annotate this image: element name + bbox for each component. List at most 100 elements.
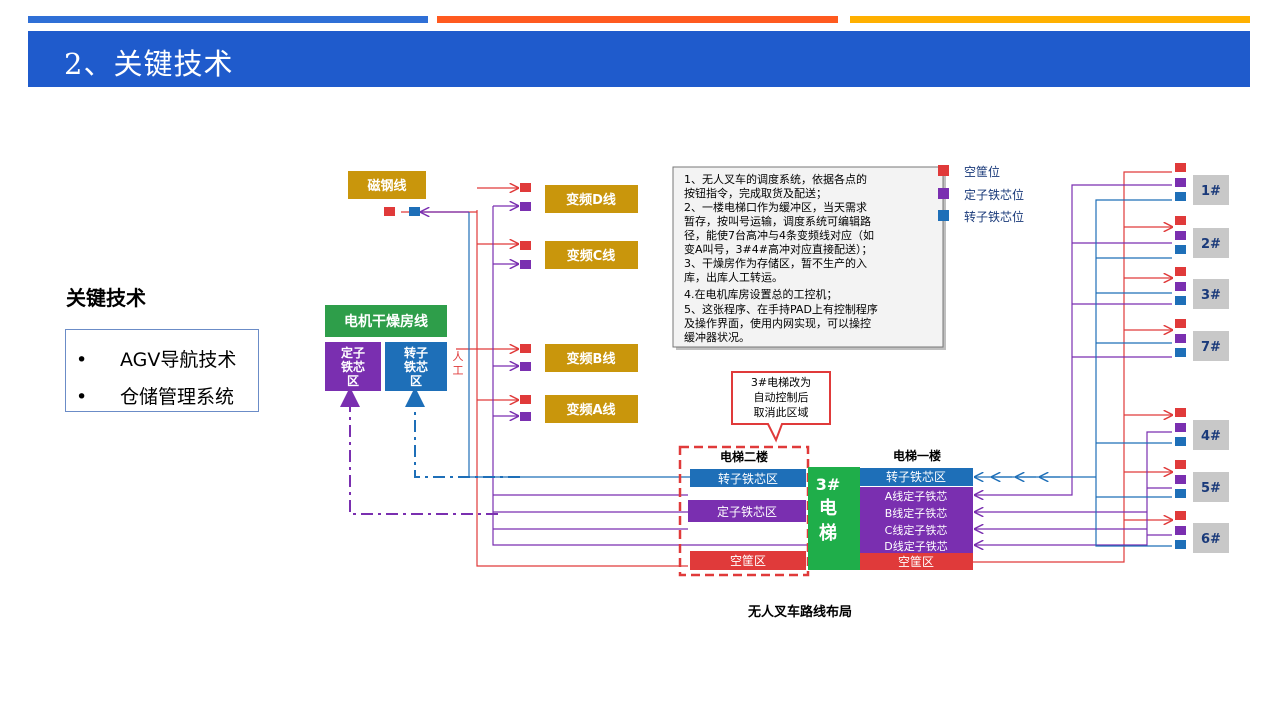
rotor-zone-box (385, 342, 447, 391)
elevator-2f-title: 电梯二楼 (720, 449, 768, 464)
bullet-icon: • (76, 386, 88, 408)
magnet-line-block: 磁钢线 (348, 171, 426, 216)
elevator-2f-empty: 空筐区 (730, 553, 766, 568)
note-line: 库，出库人工转运。 (684, 270, 783, 284)
svg-text:C线定子铁芯: C线定子铁芯 (885, 523, 948, 537)
svg-text:转子铁芯区: 转子铁芯区 (886, 469, 946, 484)
svg-text:区: 区 (410, 374, 422, 388)
slot-marker (1175, 348, 1186, 357)
section-heading: 关键技术 (66, 286, 146, 310)
press-box (1193, 175, 1229, 205)
top-bar-orange (437, 16, 838, 23)
legend-stator-label: 定子铁芯位 (964, 187, 1024, 202)
list-item-label: AGV导航技术 (120, 349, 237, 371)
note-line: 暂存，按叫号运输，调度系统可编辑路 (684, 214, 871, 228)
press-stations: 1# 2# 3# 7# 4# 5# 6# (1175, 163, 1229, 553)
slot-marker (1175, 334, 1186, 343)
diagram-caption: 无人叉车路线布局 (748, 605, 853, 620)
svg-text:铁芯: 铁芯 (341, 359, 365, 374)
slot-marker (520, 202, 531, 211)
rotor-slot-marker (409, 207, 420, 216)
slot-marker (1175, 526, 1186, 535)
freq-line-b: 变频B线 (567, 351, 616, 367)
motor-dry-line-label: 电机干燥房线 (344, 313, 428, 330)
slot-marker (1175, 216, 1186, 225)
note-line: 缓冲器状况。 (684, 330, 750, 344)
callout-line: 3#电梯改为 (751, 375, 811, 389)
freq-line-d: 变频D线 (566, 192, 616, 208)
red-route-trunk (476, 210, 688, 567)
legend-empty-label: 空筐位 (964, 164, 1000, 179)
slot-marker (1175, 489, 1186, 498)
slot-marker (1175, 192, 1186, 201)
notes-box: 1、无人叉车的调度系统，依据各点的 按钮指令，完成取货及配送； 2、一楼电梯口作… (672, 166, 946, 350)
frequency-lines: 变频D线 变频C线 变频B线 变频A线 (520, 183, 638, 423)
list-item-label: 仓储管理系统 (120, 386, 235, 408)
slot-marker (1175, 296, 1186, 305)
bullet-icon: • (76, 349, 88, 371)
press-label: 6# (1201, 532, 1221, 547)
elevator-1f-title: 电梯一楼 (893, 448, 941, 463)
empty-slot-marker (384, 207, 395, 216)
svg-text:区: 区 (347, 374, 359, 388)
press-box (1193, 331, 1229, 361)
svg-text:铁芯: 铁芯 (404, 359, 428, 374)
slot-marker (1175, 245, 1186, 254)
slot-marker (1175, 178, 1186, 187)
callout-line: 自动控制后 (754, 390, 809, 404)
press-label: 3# (1201, 288, 1221, 303)
press-box (1193, 279, 1229, 309)
callout-note: 3#电梯改为 自动控制后 取消此区域 (731, 371, 831, 443)
svg-text:D线定子铁芯: D线定子铁芯 (884, 539, 947, 553)
elevator-2f: 电梯二楼 转子铁芯区 定子铁芯区 空筐区 (678, 445, 810, 577)
note-line: 1、无人叉车的调度系统，依据各点的 (684, 172, 867, 186)
motor-dry-room-block: 电机干燥房线 定子 铁芯 区 转子 铁芯 区 人 工 (325, 305, 464, 391)
note-line: 径，能使7台高冲与4条变频线对应（如 (684, 228, 874, 242)
slot-marker (1175, 408, 1186, 417)
press-box (1193, 420, 1229, 450)
purple-route-presses (975, 184, 1172, 495)
press-label: 4# (1201, 429, 1221, 444)
top-bar-blue (28, 16, 428, 23)
callout-line: 取消此区域 (754, 405, 809, 419)
slide-header: 2、关键技术 (28, 31, 1250, 87)
slot-marker (1175, 511, 1186, 520)
stator-zone-box (325, 342, 381, 391)
legend-rotor-icon (938, 210, 949, 221)
press-label: 7# (1201, 340, 1221, 355)
freq-line-c: 变频C线 (567, 248, 616, 264)
stator-return-dashed (340, 387, 498, 515)
slot-marker (1175, 282, 1186, 291)
svg-text:空筐区: 空筐区 (898, 554, 934, 569)
rotor-return-dashed (405, 387, 520, 478)
elevator-2f-rotor: 转子铁芯区 (718, 471, 778, 486)
magnet-line-label: 磁钢线 (367, 178, 406, 194)
slot-marker (1175, 437, 1186, 446)
note-line: 4.在电机库房设置总的工控机； (684, 287, 838, 301)
slot-marker (1175, 460, 1186, 469)
svg-text:梯: 梯 (819, 522, 837, 544)
slot-marker (1175, 540, 1186, 549)
svg-text:定子: 定子 (341, 345, 365, 360)
press-box (1193, 472, 1229, 502)
svg-text:工: 工 (453, 364, 464, 377)
slot-marker (1175, 267, 1186, 276)
legend-stator-icon (938, 188, 949, 199)
slot-marker (1175, 423, 1186, 432)
press-label: 1# (1201, 184, 1221, 199)
slot-marker (520, 183, 531, 192)
blue-route-presses (1095, 199, 1172, 547)
note-line: 变A叫号，3#4#高冲对应直接配送）； (684, 242, 872, 256)
legend-rotor-label: 转子铁芯位 (964, 209, 1024, 224)
slot-marker (1175, 231, 1186, 240)
press-box (1193, 228, 1229, 258)
svg-text:A线定子铁芯: A线定子铁芯 (885, 489, 948, 503)
note-line: 5、这张程序、在手持PAD上有控制程序 (684, 302, 878, 316)
svg-text:人: 人 (453, 350, 464, 363)
note-line: 2、一楼电梯口作为缓冲区，当天需求 (684, 200, 867, 214)
press-label: 2# (1201, 237, 1221, 252)
press-label: 5# (1201, 481, 1221, 496)
tech-list: • AGV导航技术 • 仓储管理系统 (65, 329, 259, 412)
list-item: • AGV导航技术 (76, 345, 236, 372)
